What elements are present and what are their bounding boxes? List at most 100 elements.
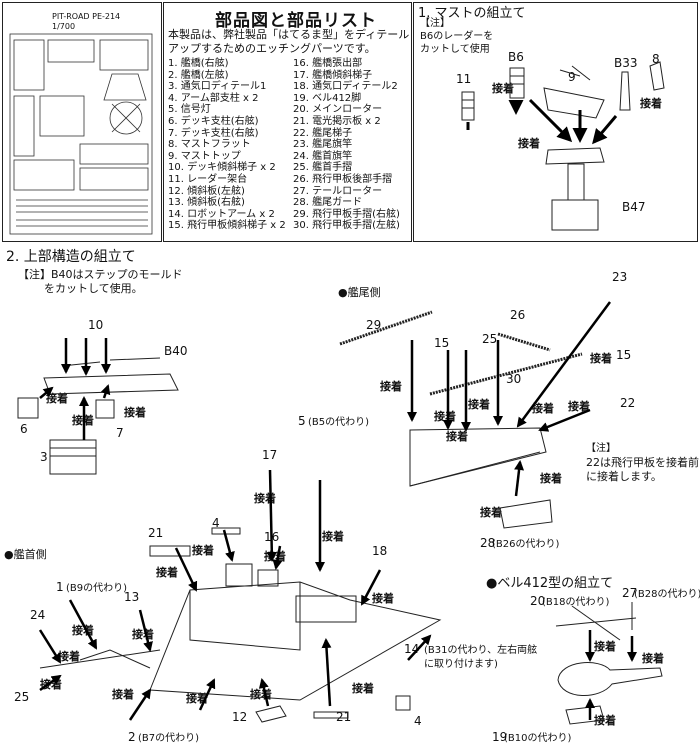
mast-attach-3: 接着 (518, 137, 540, 150)
bell-label-20: 20 (530, 594, 546, 608)
list-item: 4. アーム部支柱 x 2 (168, 92, 259, 104)
attach-bow-5: 接着 (112, 688, 134, 701)
list-item: 2. 艦橋(左舷) (168, 69, 229, 81)
mast-label-b47: B47 (622, 200, 646, 214)
bow-side-label: ●艦首側 (4, 548, 47, 561)
attach-mid-3: 接着 (192, 544, 214, 557)
bell-label-27: 27 (622, 586, 638, 600)
list-item: 9. マストトップ (168, 150, 241, 162)
parts-title: 部品図と部品リスト (215, 11, 377, 31)
label-25: 25 (14, 690, 30, 704)
label-14-note-2: に取り付けます) (424, 659, 498, 670)
label-28: 28 (480, 536, 496, 550)
list-item: 25. 艦首手摺 (293, 162, 353, 174)
list-item: 29. 飛行甲板手摺(右舷) (293, 208, 400, 220)
attach-bow-2: 接着 (132, 628, 154, 641)
bell-title: ●ベル412型の組立て (486, 576, 614, 591)
mast-label-9: 9 (568, 70, 576, 84)
fret-frame (2, 2, 162, 242)
label-b40: B40 (164, 344, 188, 358)
list-item: 5. 信号灯 (168, 104, 211, 116)
label-26: 26 (510, 308, 526, 322)
label-15a: 15 (434, 336, 450, 350)
list-item: 11. レーダー架台 (168, 173, 248, 185)
label-25-top: 25 (482, 332, 498, 346)
fret-scale: 1/700 (52, 22, 76, 31)
bell-attach-3: 接着 (594, 714, 616, 727)
bell-attach-1: 接着 (594, 640, 616, 653)
mast-attach-1: 接着 (492, 82, 514, 95)
label-5: 5 (298, 414, 306, 428)
list-item: 12. 傾斜板(左舷) (168, 185, 245, 197)
label-4b: 4 (414, 714, 422, 728)
label-4: 4 (212, 516, 220, 530)
list-item: 8. マストフラット (168, 139, 251, 151)
parts-intro-2: アップするためのエッチングパーツです。 (168, 42, 376, 55)
attach-stern-2: 接着 (434, 410, 456, 423)
parts-list-left: 1. 艦橋(右舷) 2. 艦橋(左舷) 3. 通気口ディテール1 4. アーム部… (168, 58, 286, 232)
label-13: 13 (124, 590, 140, 604)
bell-label-27-note: (B28の代わり) (634, 589, 700, 600)
attach-mid-5: 接着 (156, 566, 178, 579)
upper-note-2: をカットして使用。 (44, 282, 143, 295)
stern-side-label: ●艦尾側 (338, 286, 381, 299)
mast-note-2: カットして使用 (420, 44, 490, 55)
label-21b: 21 (336, 710, 352, 724)
attach-stern-6: 接着 (568, 400, 590, 413)
parts-intro-1: 本製品は、弊社製品「はてるま型」をディテール (168, 28, 410, 41)
list-item: 19. ベル412脚 (293, 92, 362, 104)
list-item: 30. 飛行甲板手摺(左舷) (293, 220, 400, 232)
attach-mid-6: 接着 (372, 592, 394, 605)
list-item: 14. ロボットアーム x 2 (168, 208, 275, 220)
attach-bow-3: 接着 (58, 650, 80, 663)
label-14-note-1: (B31の代わり、左右両舷 (424, 645, 538, 656)
label-10: 10 (88, 318, 104, 332)
list-item: 3. 通気口ディテール1 (168, 81, 267, 93)
note22-head: 【注】 (586, 443, 616, 454)
list-item: 26. 飛行甲板後部手摺 (293, 173, 393, 185)
mast-title: 1. マストの組立て (418, 6, 526, 21)
list-item: 27. テールローター (293, 185, 383, 197)
list-item: 28. 艦尾ガード (293, 197, 363, 209)
label-22: 22 (620, 396, 636, 410)
label-24: 24 (30, 608, 46, 622)
mast-frame (413, 2, 698, 242)
list-item: 18. 通気口ディテール2 (293, 81, 398, 93)
mast-note-head: 【注】 (420, 18, 450, 29)
list-item: 7. デッキ支柱(右舷) (168, 127, 259, 139)
list-item: 20. メインローター (293, 104, 383, 116)
list-item: 10. デッキ傾斜梯子 x 2 (168, 162, 276, 174)
attach-stern-5: 接着 (532, 402, 554, 415)
attach-stern-1: 接着 (380, 380, 402, 393)
list-item: 15. 飛行甲板傾斜梯子 x 2 (168, 220, 286, 232)
label-28-note: (B26の代わり) (492, 539, 560, 550)
attach-stern-7: 接着 (540, 472, 562, 485)
attach-bow-8: 接着 (352, 682, 374, 695)
attach-stern-4: 接着 (446, 430, 468, 443)
bell-label-19: 19 (492, 730, 508, 744)
list-item: 16. 艦橋張出部 (293, 58, 363, 69)
label-18: 18 (372, 544, 388, 558)
mast-label-11: 11 (456, 72, 472, 86)
label-1: 1 (56, 580, 64, 594)
mast-note-1: B6のレーダーを (420, 31, 494, 42)
list-item: 13. 傾斜板(右舷) (168, 197, 245, 209)
mast-attach-2: 接着 (640, 97, 662, 110)
note22-1: 22は飛行甲板を接着前 (586, 456, 699, 469)
list-item: 22. 艦尾梯子 (293, 127, 353, 139)
list-item: 1. 艦橋(右舷) (168, 58, 229, 69)
mast-label-8: 8 (652, 52, 660, 66)
label-5-note: (B5の代わり) (308, 417, 370, 428)
label-1-note: (B9の代わり) (66, 583, 128, 594)
label-23: 23 (612, 270, 628, 284)
label-7: 7 (116, 426, 124, 440)
mast-label-b6: B6 (508, 50, 524, 64)
mast-label-b33: B33 (614, 56, 638, 70)
bell-label-19-note: (B10の代わり) (504, 733, 572, 744)
parts-list-right: 16. 艦橋張出部 17. 艦橋傾斜梯子 18. 通気口ディテール2 19. ベ… (293, 58, 400, 232)
label-29: 29 (366, 318, 382, 332)
parts-frame (163, 2, 412, 242)
bell-attach-2: 接着 (642, 652, 664, 665)
